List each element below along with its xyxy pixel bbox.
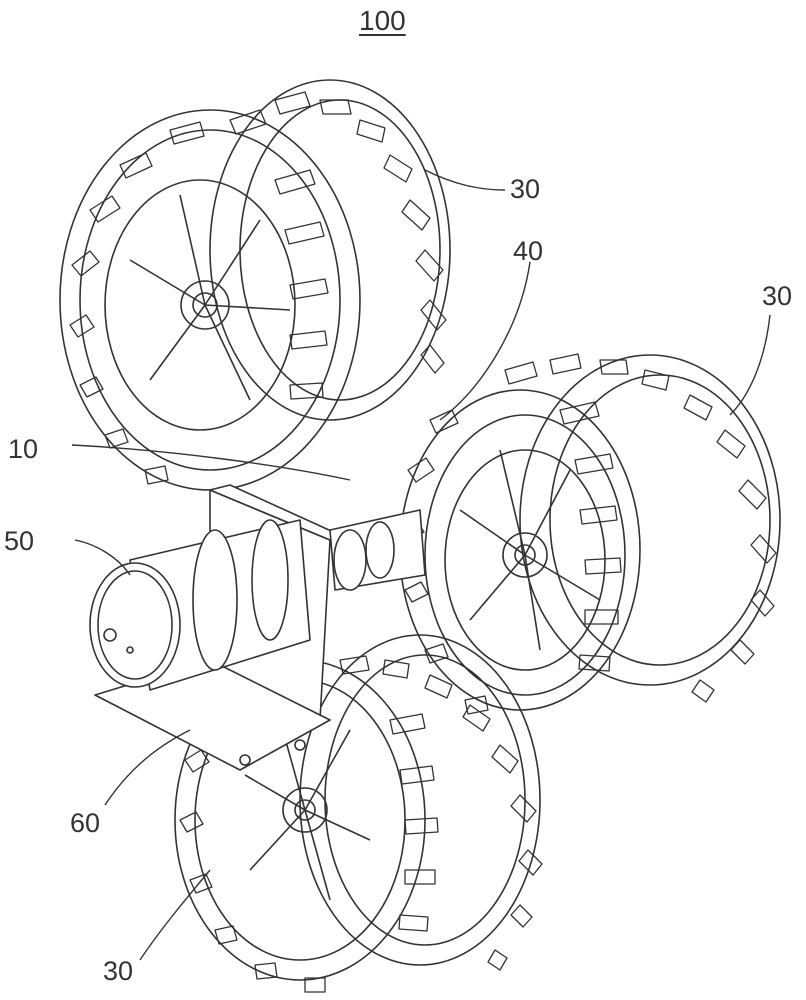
leader-lines xyxy=(71,169,771,961)
wheel-top-left xyxy=(59,79,451,491)
leader-top-wheel xyxy=(424,169,506,191)
label-bracket: 60 xyxy=(70,808,101,838)
leader-frame xyxy=(71,444,351,481)
wheel-right xyxy=(399,353,781,715)
leader-shaft xyxy=(439,261,531,421)
label-frame: 10 xyxy=(8,434,39,464)
label-wheel-top: 30 xyxy=(510,174,541,204)
label-shaft: 40 xyxy=(513,236,544,266)
leader-right-wheel xyxy=(729,314,771,416)
motor xyxy=(89,519,311,691)
leader-bracket xyxy=(104,729,191,806)
label-wheel-bottom: 30 xyxy=(103,956,134,986)
leader-motor xyxy=(74,539,131,576)
leader-bottom-wheel xyxy=(139,869,211,961)
shaft xyxy=(329,509,426,591)
wheel-bottom xyxy=(174,634,543,993)
label-wheel-right: 30 xyxy=(762,281,793,311)
figure-number: 100 xyxy=(359,5,406,36)
label-motor: 50 xyxy=(4,526,35,556)
